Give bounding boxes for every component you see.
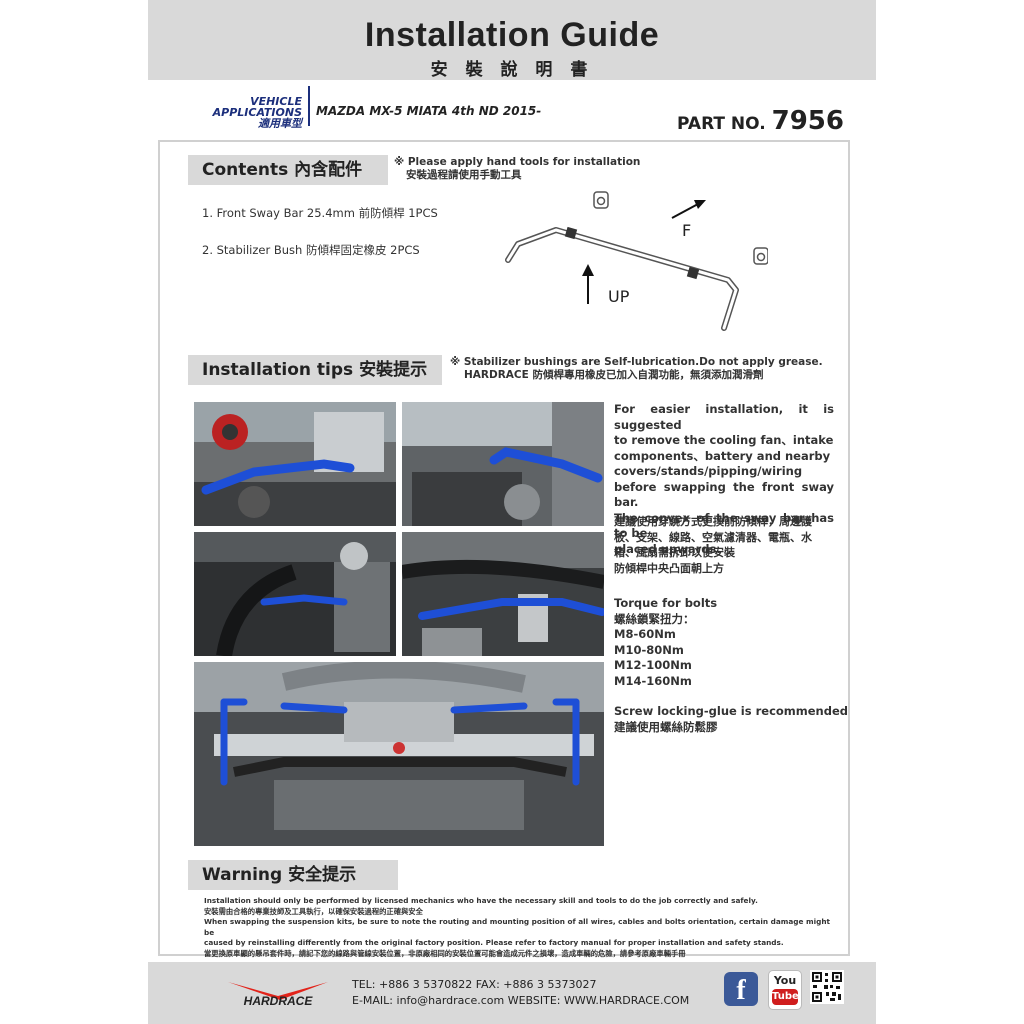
bush-position-right <box>686 266 700 280</box>
torque-value: M12-100Nm <box>614 658 692 672</box>
label-up: UP <box>608 287 630 306</box>
part-number-value: 7956 <box>771 106 844 136</box>
content-frame <box>158 140 850 956</box>
tips-paragraph-en: For easier installation, it is suggested… <box>614 402 834 557</box>
youtube-icon[interactable]: You Tube <box>768 970 802 1010</box>
qr-code-icon[interactable] <box>810 970 844 1004</box>
tips-line: covers/stands/pipping/wiring <box>614 464 803 478</box>
tips-line-cn: 板、支架、線路、空氣濾清器、電瓶、水 <box>614 530 812 544</box>
tips-line: placed upwards. <box>614 541 721 556</box>
tips-paragraph-cn: 建議使用穿繞方式更換前防傾桿，周邊護 板、支架、線路、空氣濾清器、電瓶、水 箱、… <box>614 514 812 576</box>
warning-text: Installation should only be performed by… <box>204 896 834 959</box>
hardrace-logo: HARDRACE <box>218 978 338 1008</box>
youtube-tube: Tube <box>772 989 799 1005</box>
contents-item-1: 1. Front Sway Bar 25.4mm 前防傾桿 1PCS <box>202 206 438 220</box>
bush-part-left <box>593 191 609 209</box>
page-subtitle: 安 裝 說 明 書 <box>430 60 594 80</box>
torque-block: Torque for bolts 螺絲鎖緊扭力： M8-60Nm M10-80N… <box>614 596 717 689</box>
tips-note-en: ※ Stabilizer bushings are Self-lubricati… <box>450 356 823 368</box>
contents-title: Contents 內含配件 <box>188 155 388 185</box>
tips-line-cn: 建議使用穿繞方式更換前防傾桿，周邊護 <box>614 515 812 528</box>
youtube-you: You <box>773 974 797 987</box>
install-photo-2 <box>402 402 604 526</box>
warning-line: Installation should only be performed by… <box>204 896 758 905</box>
contact-web: E-MAIL: info@hardrace.com WEBSITE: WWW.H… <box>352 994 690 1007</box>
up-arrow-icon <box>582 264 594 304</box>
sway-bar-drawing: F UP <box>505 191 769 331</box>
torque-value: M14-160Nm <box>614 673 692 688</box>
contents-item-2: 2. Stabilizer Bush 防傾桿固定橡皮 2PCS <box>202 243 420 257</box>
glue-block: Screw locking-glue is recommended 建議使用螺絲… <box>614 704 848 735</box>
sway-bar-shape <box>505 227 739 331</box>
torque-title-cn: 螺絲鎖緊扭力： <box>614 611 695 626</box>
bush-part-right <box>753 247 769 265</box>
forward-arrow-icon <box>671 200 706 219</box>
tips-title: Installation tips 安裝提示 <box>188 355 442 385</box>
tips-note-cn: HARDRACE 防傾桿專用橡皮已加入自潤功能，無須添加潤滑劑 <box>464 369 764 381</box>
vehicle-label-cn: 適用車型 <box>258 117 302 130</box>
vehicle-label-en: VEHICLE APPLICATIONS <box>212 95 302 119</box>
warning-line: 當更換原車顯的懸吊套件時，請記下您的線路與管線安裝位置，非原廠相同的安裝位置可能… <box>204 948 686 958</box>
tips-line-cn: 防傾桿中央凸面朝上方 <box>614 561 724 575</box>
brand-name: HARDRACE <box>244 994 314 1008</box>
part-number-label: PART NO. <box>677 114 766 134</box>
facebook-icon[interactable]: f <box>724 972 758 1006</box>
vehicle-applications-label: VEHICLE APPLICATIONS 適用車型 <box>178 96 302 129</box>
install-photo-3 <box>194 532 396 656</box>
contents-note-en: ※ Please apply hand tools for installati… <box>394 156 641 168</box>
header-banner: Installation Guide 安 裝 說 明 書 <box>148 0 876 80</box>
tips-line: to remove the cooling fan、intake <box>614 433 834 447</box>
warning-line: caused by reinstalling differently from … <box>204 938 784 947</box>
bush-position-left <box>564 226 578 240</box>
torque-value: M8-60Nm <box>614 627 676 641</box>
torque-value: M10-80Nm <box>614 642 684 657</box>
vehicle-divider <box>308 86 310 126</box>
install-photo-4 <box>402 532 604 656</box>
vehicle-model: MAZDA MX-5 MIATA 4th ND 2015- <box>316 104 542 118</box>
warning-line: 安裝需由合格的專業技師及工具執行，以確保安裝過程的正確與安全 <box>204 906 423 916</box>
glue-note-cn: 建議使用螺絲防鬆膠 <box>614 719 718 734</box>
contact-phone: TEL: +886 3 5370822 FAX: +886 3 5373027 <box>352 978 597 991</box>
torque-title: Torque for bolts <box>614 596 718 610</box>
glue-note-en: Screw locking-glue is recommended <box>614 704 848 718</box>
tips-line: The convex of the sway bar has to be <box>614 510 834 541</box>
install-photo-1 <box>194 402 396 526</box>
page-title: Installation Guide <box>364 16 660 54</box>
guide-sheet: Installation Guide 安 裝 說 明 書 VEHICLE APP… <box>148 0 876 1024</box>
footer: HARDRACE TEL: +886 3 5370822 FAX: +886 3… <box>148 962 876 1024</box>
tips-line: before swapping the front sway bar. <box>614 479 834 510</box>
warning-title: Warning 安全提示 <box>188 860 398 890</box>
tips-line: For easier installation, it is suggested <box>614 402 834 432</box>
sway-bar-diagram: F UP <box>498 182 769 342</box>
install-photo-5 <box>194 662 604 846</box>
tips-line: components、battery and nearby <box>614 448 831 463</box>
part-number: PART NO. 7956 <box>677 106 844 136</box>
tips-note: ※ Stabilizer bushings are Self-lubricati… <box>450 356 823 382</box>
contents-note-cn: 安裝過程請使用手動工具 <box>406 169 522 181</box>
tips-line-cn: 箱、風扇需拆卸以便安裝 <box>614 546 735 559</box>
warning-line: When swapping the suspension kits, be su… <box>204 917 831 937</box>
label-f: F <box>682 221 691 240</box>
contents-note: ※ Please apply hand tools for installati… <box>394 156 640 182</box>
